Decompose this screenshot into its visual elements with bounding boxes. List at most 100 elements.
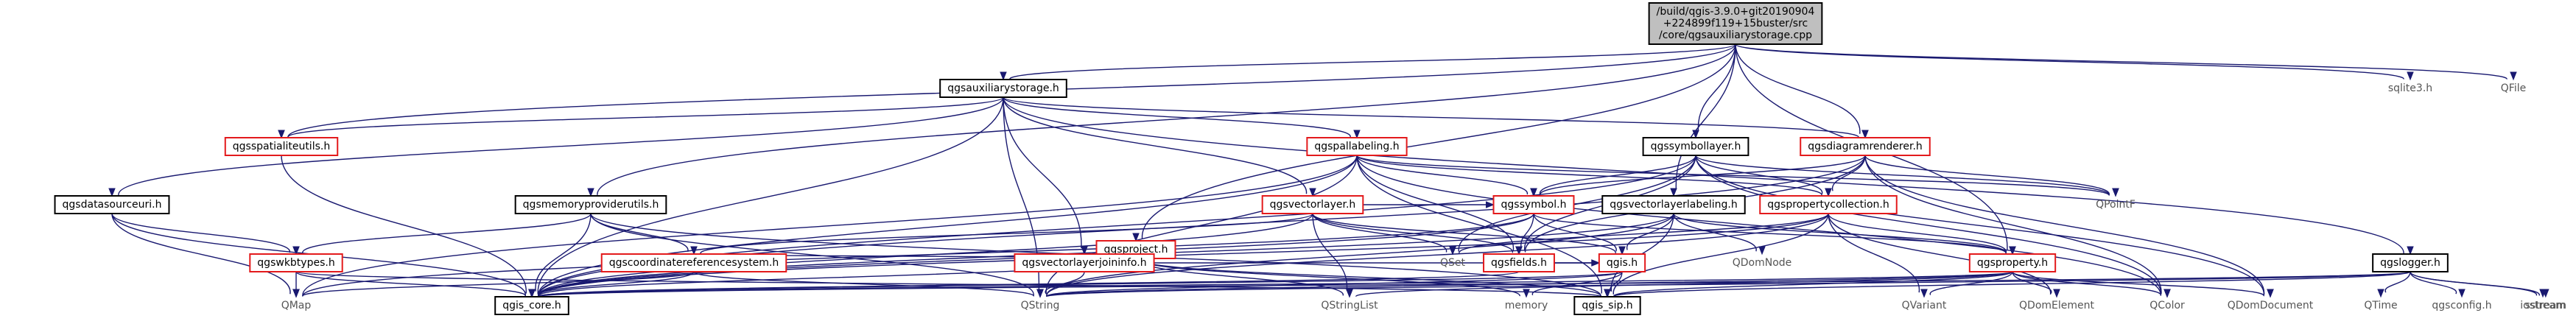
node-label: qgspallabeling.h: [1314, 141, 1399, 152]
edge-line: [1695, 155, 2162, 295]
node-label: qgsvectorlayer.h: [1270, 199, 1356, 211]
edge-propcoll-to-qset: [1449, 213, 1829, 256]
edge-arrowhead: [278, 130, 285, 139]
graph-node-symbol[interactable]: qgssymbol.h: [1492, 195, 1575, 214]
node-label: qgsspatialiteutils.h: [233, 141, 330, 152]
edge-arrowhead: [2510, 71, 2517, 81]
node-label: QTime: [2364, 300, 2397, 311]
node-label: qgsproject.h: [1104, 244, 1168, 256]
node-box: [224, 137, 339, 156]
graph-node-qgiscore[interactable]: qgis_core.h: [494, 296, 569, 315]
edge-line: [1828, 213, 1920, 293]
edge-propcoll-to-property: [1828, 213, 2016, 256]
edge-logger-to-qgsconfig: [2410, 271, 2466, 298]
graph-node-crs[interactable]: qgscoordinatereferencesystem.h: [600, 253, 787, 272]
graph-node-qgissip[interactable]: qgis_sip.h: [1573, 296, 1641, 315]
edge-arrowhead: [292, 246, 300, 256]
node-label: /build/qgis-3.9.0+git20190904: [1657, 6, 1815, 18]
edge-line: [1046, 213, 1674, 296]
edge-arrowhead: [1449, 246, 1456, 256]
edge-line: [2012, 271, 2264, 297]
graph-node-qstring: QString: [1021, 300, 1060, 311]
graph-node-qcolor: QColor: [2149, 300, 2185, 311]
edge-logger-to-qgiscore: [528, 271, 2411, 298]
edge-line: [1046, 271, 2411, 297]
edge-line: [1533, 213, 1617, 252]
graph-node-logger[interactable]: qgslogger.h: [2372, 253, 2449, 272]
edge-line: [590, 213, 1034, 296]
graph-node-vljoin[interactable]: qgsvectorlayerjoininfo.h: [1014, 253, 1155, 272]
edge-arrowhead: [2163, 289, 2171, 298]
node-box: [54, 195, 170, 214]
graph-node-vllabel[interactable]: qgsvectorlayerlabeling.h: [1601, 195, 1746, 214]
edge-memprov-to-crs: [590, 213, 698, 256]
edge-line: [295, 271, 526, 297]
graph-node-qtime: QTime: [2364, 300, 2397, 311]
edge-arrowhead: [2542, 289, 2549, 298]
edge-arrowhead: [1000, 71, 1007, 81]
edge-property-to-qgiscore: [528, 271, 2013, 298]
edge-aux-to-vlayer: [1003, 96, 1316, 197]
edge-diagram-to-symbol: [1530, 155, 1866, 197]
node-label: QDomDocument: [2228, 300, 2314, 311]
graph-node-qgish[interactable]: qgis.h: [1598, 253, 1646, 272]
graph-node-aux[interactable]: qgsauxiliarystorage.h: [939, 79, 1067, 98]
node-label: qgsconfig.h: [2432, 300, 2491, 311]
node-box: [1483, 253, 1555, 272]
edge-line: [1735, 43, 2404, 80]
edge-line: [1356, 155, 1528, 195]
edge-line: [302, 271, 695, 297]
node-box: [1968, 253, 2057, 272]
edge-line: [1673, 213, 2007, 254]
edge-line: [118, 96, 1004, 196]
node-label: QMap: [281, 300, 312, 311]
graph-node-qpointf: QPointF: [2096, 199, 2135, 211]
edge-line: [538, 271, 1623, 297]
node-box: [600, 253, 787, 272]
graph-node-spatialite[interactable]: qgsspatialiteutils.h: [224, 137, 339, 156]
node-label: QStringList: [1321, 300, 1378, 311]
node-label: /core/qgsauxiliarystorage.cpp: [1659, 29, 1812, 41]
edge-symbol-to-qgish: [1533, 213, 1626, 256]
graph-node-vlayer[interactable]: qgsvectorlayer.h: [1261, 195, 1364, 214]
edge-symbol-to-property: [1533, 213, 2016, 256]
edge-line: [1828, 213, 2052, 295]
graph-node-diagram[interactable]: qgsdiagramrenderer.h: [1800, 137, 1931, 156]
edge-line: [1009, 43, 1736, 80]
graph-node-pallabel[interactable]: qgspallabeling.h: [1306, 137, 1408, 156]
graph-node-property[interactable]: qgsproperty.h: [1968, 253, 2057, 272]
graph-node-symlayer[interactable]: qgssymbollayer.h: [1642, 137, 1749, 156]
edge-line: [1003, 96, 1859, 138]
edge-dsuri-to-wkbtypes: [111, 213, 300, 256]
graph-node-fields[interactable]: qgsfields.h: [1483, 253, 1555, 272]
edge-line: [1003, 96, 1082, 249]
edge-line: [1046, 213, 1829, 297]
node-label: qgis_sip.h: [1582, 300, 1632, 311]
edge-arrowhead: [1920, 289, 1928, 298]
edge-logger-to-sstream: [2410, 271, 2549, 298]
graph-node-memprov[interactable]: qgsmemoryproviderutils.h: [514, 195, 667, 214]
graph-node-root[interactable]: /build/qgis-3.9.0+git20190904+224899f119…: [1648, 2, 1823, 45]
node-label: sstream: [2525, 300, 2566, 311]
graph-node-wkbtypes[interactable]: qgswkbtypes.h: [249, 253, 343, 272]
edge-line: [2012, 271, 2161, 297]
graph-node-propcoll[interactable]: qgspropertycollection.h: [1759, 195, 1898, 214]
edge-line: [538, 155, 1358, 296]
edge-line: [1135, 258, 1520, 297]
edge-line: [302, 213, 592, 254]
edge-line: [1613, 271, 2411, 297]
edge-arrowhead: [2053, 289, 2060, 298]
edge-arrowhead: [1081, 246, 1088, 256]
edge-line: [1135, 258, 1601, 297]
node-label: qgswkbtypes.h: [257, 257, 334, 269]
node-label: qgsdatasourceuri.h: [63, 199, 162, 211]
edge-line: [1735, 43, 1861, 134]
edge-propcoll-to-qvariant: [1828, 213, 1928, 298]
edge-line: [302, 155, 1358, 296]
node-label: qgscoordinatereferencesystem.h: [609, 257, 779, 269]
node-label: QVariant: [1902, 300, 1947, 311]
edge-root-to-memprov: [587, 43, 1736, 197]
edge-arrowhead: [1353, 130, 1361, 139]
graph-node-dsuri[interactable]: qgsdatasourceuri.h: [54, 195, 170, 214]
edge-arrowhead: [2009, 246, 2016, 256]
